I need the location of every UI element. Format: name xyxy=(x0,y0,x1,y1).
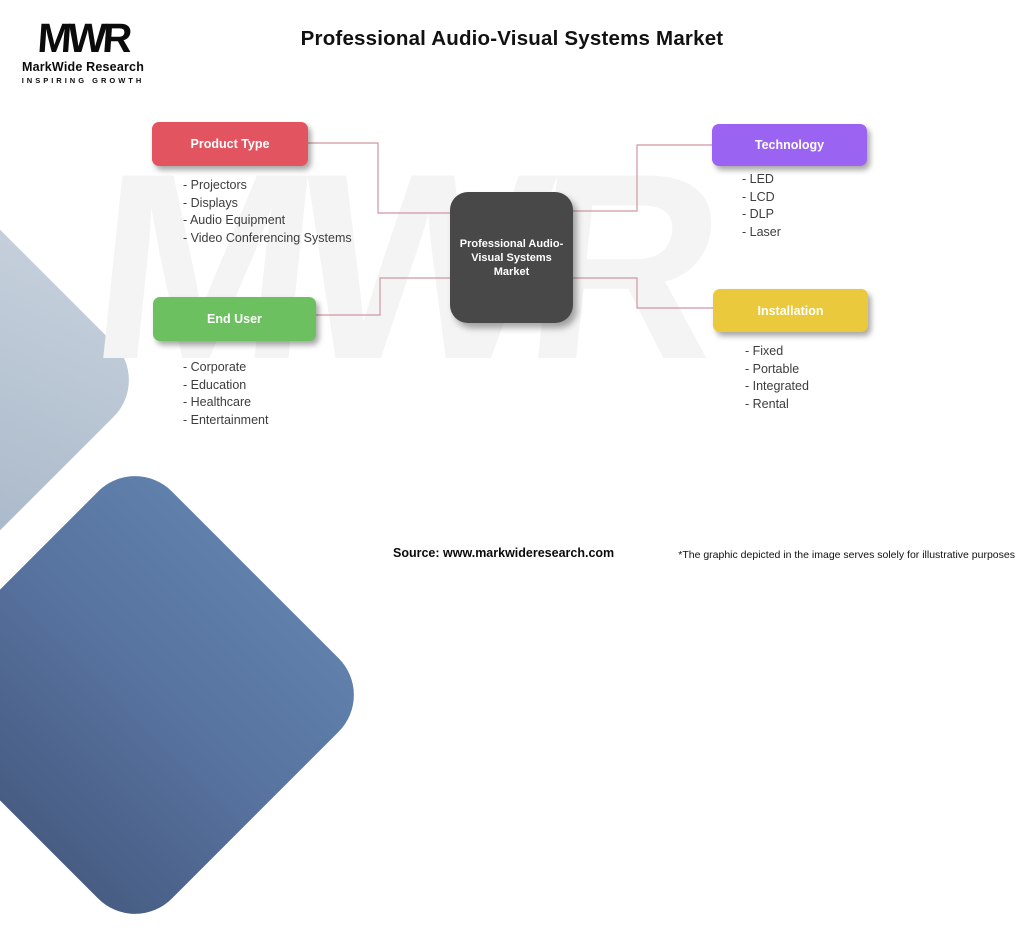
disclaimer-text: *The graphic depicted in the image serve… xyxy=(678,549,1015,561)
markwide-logo: MWR MarkWide Research INSPIRING GROWTH xyxy=(18,15,148,85)
category-label: Product Type xyxy=(190,137,270,151)
logo-company-name: MarkWide Research xyxy=(21,60,145,74)
item-list-product-type: - Projectors - Displays - Audio Equipment -… xyxy=(183,177,352,247)
item-list-installation: - Fixed - Portable - Integrated - Rental xyxy=(745,343,809,413)
list-item: - Displays xyxy=(183,195,238,210)
list-item: - Laser xyxy=(742,224,781,239)
category-box-product-type: Product Type xyxy=(152,122,308,166)
list-item: - Rental xyxy=(745,396,789,411)
list-item: - Portable xyxy=(745,361,800,376)
list-item: - Entertainment xyxy=(183,412,269,427)
decorative-diamond-dark xyxy=(0,454,376,935)
category-box-installation: Installation xyxy=(713,289,868,332)
list-item: - Fixed xyxy=(745,344,784,358)
list-item: - DLP xyxy=(742,207,774,222)
category-box-end-user: End User xyxy=(153,297,316,341)
logo-tagline: INSPIRING GROWTH xyxy=(21,76,145,85)
source-text: Source: www.markwideresearch.com xyxy=(393,546,615,560)
category-label: Installation xyxy=(757,303,824,318)
item-list-end-user: - Corporate - Education - Healthcare - Ente… xyxy=(183,359,268,429)
list-item: - Healthcare xyxy=(183,395,252,410)
list-item: - Integrated xyxy=(745,379,809,394)
list-item: - Video Conferencing Systems xyxy=(183,230,352,245)
item-list-technology: - LED - LCD - DLP - Laser xyxy=(742,171,781,241)
page-title: Professional Audio-Visual Systems Market xyxy=(300,27,724,50)
list-item: - Corporate xyxy=(183,360,247,374)
list-item: - Audio Equipment xyxy=(183,213,286,228)
list-item: - LED xyxy=(742,172,774,186)
category-box-technology: Technology xyxy=(712,124,867,166)
center-node: Professional Audio- Visual Systems Marke… xyxy=(450,192,573,323)
category-label: Technology xyxy=(754,138,825,152)
background-watermark: MWR xyxy=(79,119,719,415)
list-item: - LCD xyxy=(742,189,775,204)
list-item: - Education xyxy=(183,377,247,392)
category-label: End User xyxy=(207,312,262,326)
list-item: - Projectors xyxy=(183,178,247,192)
